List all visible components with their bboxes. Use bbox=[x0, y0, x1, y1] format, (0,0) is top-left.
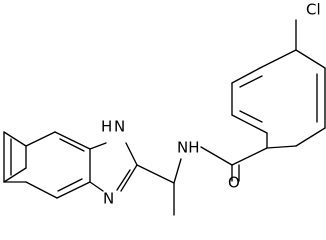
imidazole-h-label: H bbox=[101, 118, 112, 136]
bond-benzene-3 bbox=[3, 131, 27, 147]
bond-imidazole-3 bbox=[120, 164, 138, 192]
bond-aryl-double-1 bbox=[239, 75, 263, 88]
imidazole-nh-n-label: N bbox=[114, 118, 125, 136]
bond-aryl-6 bbox=[259, 49, 297, 69]
bond-aryl-1 bbox=[231, 147, 268, 166]
bond-aryl-3 bbox=[295, 127, 326, 147]
bond-imidazole-2 bbox=[125, 142, 138, 166]
bond-benzene-6 bbox=[54, 131, 91, 150]
bond-chain-1 bbox=[136, 164, 175, 184]
bond-imidazole-4 bbox=[89, 181, 104, 192]
chemical-structure-diagram: H N N NH O Cl bbox=[3, 1, 326, 216]
bond-amide-1 bbox=[200, 146, 233, 166]
bond-lines bbox=[3, 19, 326, 216]
chlorine-label: Cl bbox=[306, 1, 321, 19]
bond-chain-3 bbox=[173, 158, 182, 184]
amide-nh-label: NH bbox=[177, 139, 200, 157]
bond-benzene-8 bbox=[56, 181, 91, 199]
bond-benzene-double-2 bbox=[59, 138, 85, 152]
imidazole-n-label: N bbox=[103, 190, 114, 208]
bond-aryl-double-2 bbox=[239, 110, 263, 123]
bond-aryl-7 bbox=[231, 67, 261, 84]
bond-aryl-2 bbox=[266, 145, 297, 149]
bond-benzene-double-3 bbox=[57, 178, 83, 192]
bond-benzene-1 bbox=[3, 167, 27, 183]
atom-labels: H N N NH O Cl bbox=[101, 1, 321, 208]
bond-aryl-9 bbox=[231, 114, 268, 134]
bond-benzene-5 bbox=[25, 131, 56, 147]
bond-imidazole-1 bbox=[89, 142, 107, 150]
bond-aryl-5 bbox=[295, 49, 326, 69]
bond-benzene-9 bbox=[25, 181, 58, 199]
carbonyl-oxygen-label: O bbox=[228, 174, 240, 192]
bond-imidazole-double bbox=[116, 169, 131, 191]
